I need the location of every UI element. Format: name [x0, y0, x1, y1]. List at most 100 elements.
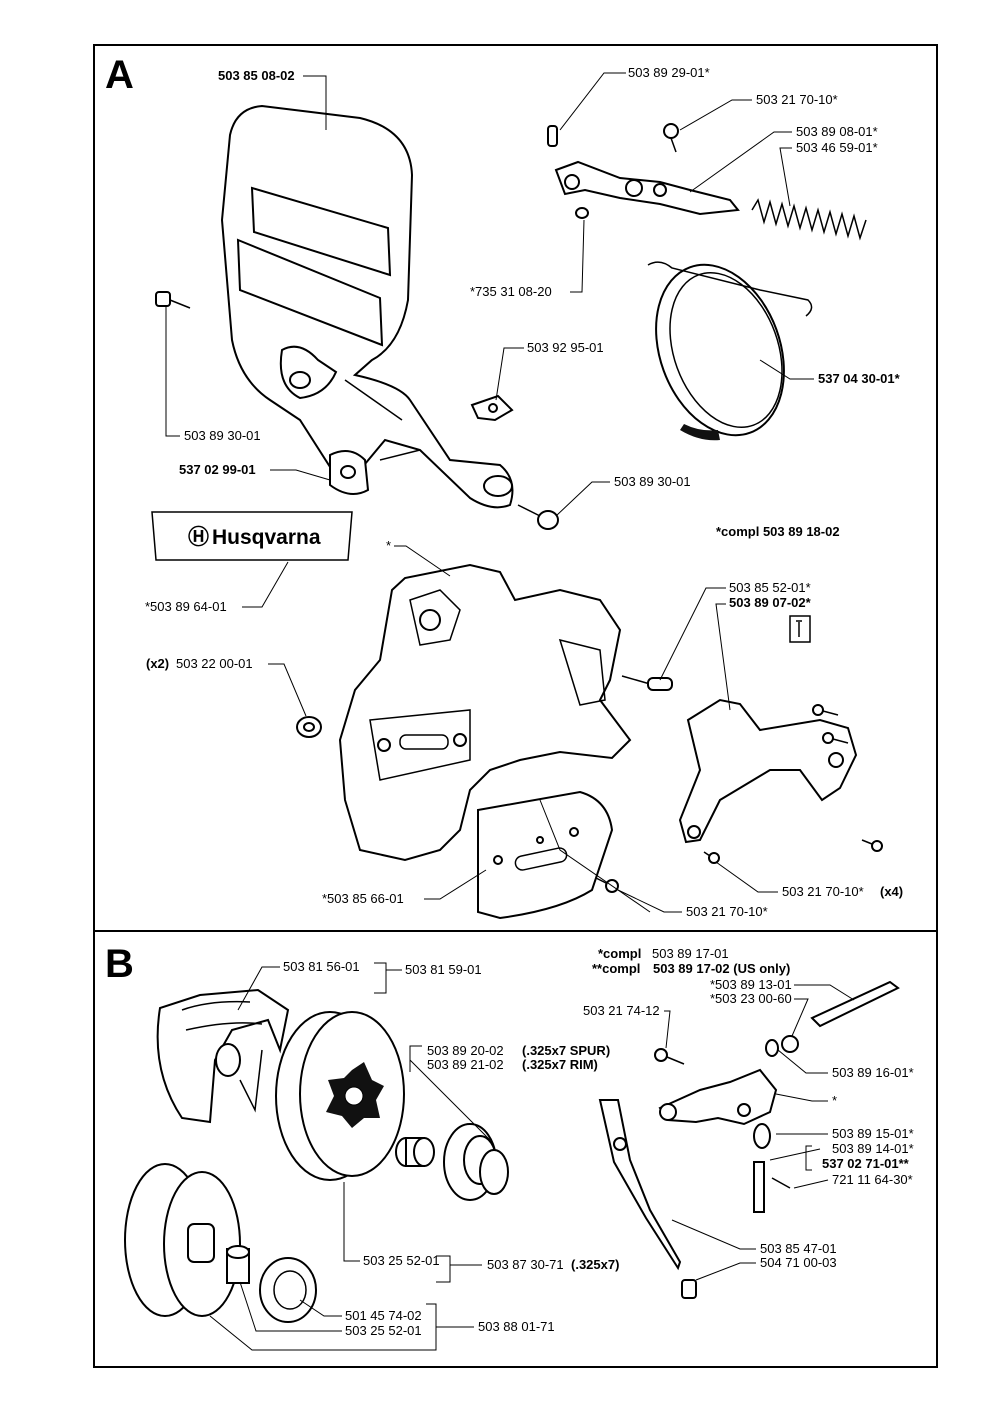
rim-bearing-drawing — [226, 1245, 250, 1284]
screw-left-drawing — [155, 291, 191, 309]
label-clutch-shoe: 503 81 56-01 — [283, 959, 360, 974]
screw-lever-drawing — [663, 123, 679, 153]
screw-right-drawing — [517, 504, 559, 530]
leader-screw-right — [555, 481, 610, 517]
label-screws-x4: 503 21 70-10* — [782, 884, 864, 899]
label-spring2: 503 89 15-01* — [832, 1126, 914, 1141]
label-bolt: 503 85 52-01* — [729, 580, 811, 595]
label-bearing2: 503 25 52-01 — [345, 1323, 422, 1338]
label-spur: 503 89 20-02 — [427, 1043, 504, 1058]
label-brake-band: 537 04 30-01* — [818, 371, 901, 386]
label-rim-note: (.325x7 RIM) — [522, 1057, 598, 1072]
label-washer: *735 31 08-20 — [470, 284, 552, 299]
chain-brake-guard-drawing — [220, 104, 514, 509]
leader-spring-holder — [270, 469, 331, 481]
section-b-label: B — [105, 942, 134, 986]
leader-cover — [394, 545, 451, 577]
chain-catcher-drawing — [678, 698, 858, 844]
section-a-label: A — [105, 53, 134, 97]
knob-drawing — [681, 1279, 697, 1299]
wrench-icon — [789, 615, 811, 643]
label-compl2: 503 89 17-02 (US only) — [653, 961, 790, 976]
label-nut-qty: (x2) — [146, 656, 169, 671]
rim-drawing — [443, 1123, 509, 1201]
plate-screw-drawing — [595, 877, 619, 893]
leader-screw-left — [165, 306, 180, 437]
husqvarna-logo: Ⓗ — [188, 525, 209, 549]
label-screw-left: 503 89 30-01 — [184, 428, 261, 443]
label-compl: *compl 503 89 18-02 — [716, 524, 840, 539]
label-rod: *503 89 13-01 — [710, 977, 792, 992]
leader-screws-x4 — [715, 861, 778, 893]
label-rim: 503 89 21-02 — [427, 1057, 504, 1072]
rim-drum-drawing — [124, 1163, 241, 1317]
husqvarna-wordmark: Husqvarna — [212, 526, 321, 549]
spring-holder-drawing — [329, 450, 370, 495]
bracket-spur-rim — [409, 1045, 422, 1072]
leader-bearing2 — [239, 1281, 342, 1332]
leader-nut — [268, 663, 307, 717]
label-knob: 504 71 00-03 — [760, 1255, 837, 1270]
label-rim-sprocket: 501 45 74-02 — [345, 1308, 422, 1323]
label-washer-b: *503 23 00-60 — [710, 991, 792, 1006]
label-spring-clip: 503 92 95-01 — [527, 340, 604, 355]
label-nut: 503 22 00-01 — [176, 656, 253, 671]
pump-rod-drawing — [765, 980, 900, 1057]
leader-spring-clip — [495, 347, 524, 401]
leader-rim-drum — [209, 1303, 437, 1351]
label-screw-b: 503 21 74-12 — [583, 1003, 660, 1018]
label-arm-star: * — [832, 1093, 837, 1108]
leader-pin — [559, 72, 626, 131]
label-lever-1: 503 89 08-01* — [796, 124, 878, 139]
label-screw-lever: 503 21 70-10* — [756, 92, 838, 107]
leader-knob — [695, 1262, 756, 1281]
leader-decal — [242, 561, 289, 608]
leader-lever — [689, 131, 792, 193]
catcher-screws-drawing — [703, 704, 883, 864]
label-drum2: 503 88 01-71 — [478, 1319, 555, 1334]
brake-band-drawing — [647, 261, 813, 441]
rim-sprocket-drawing — [259, 1257, 317, 1323]
pin-b-drawing — [753, 1123, 791, 1213]
leader-arm — [775, 1093, 828, 1102]
bolt-drawing — [621, 675, 673, 691]
leader-rim-sprocket — [299, 1299, 342, 1317]
leader-bearing — [343, 1182, 360, 1262]
leader-brake-band — [759, 359, 814, 380]
label-compl1-prefix: *compl — [598, 946, 641, 961]
bracket-kit — [805, 1145, 812, 1171]
label-spring1: 503 89 16-01* — [832, 1065, 914, 1080]
label-compl1: 503 89 17-01 — [652, 946, 729, 961]
label-lever-2: 503 46 59-01* — [796, 140, 878, 155]
leader-pin-b — [769, 1148, 821, 1161]
pin-drawing — [547, 125, 558, 147]
oil-pump-arm-drawing — [658, 1068, 778, 1126]
label-spring-holder: 537 02 99-01 — [179, 462, 256, 477]
screw-b-drawing — [654, 1048, 685, 1065]
label-spur-note: (.325x7 SPUR) — [522, 1043, 610, 1058]
label-wire: 503 85 47-01 — [760, 1241, 837, 1256]
diagram-frame — [93, 44, 938, 1368]
needle-bearing-drawing — [395, 1137, 435, 1167]
leader-clutch-shoe — [237, 966, 280, 1011]
leader-washer — [570, 219, 585, 293]
washer-drawing — [575, 207, 589, 219]
label-compl2-prefix: **compl — [592, 961, 640, 976]
spring-drawing — [751, 198, 867, 241]
label-cover-star: * — [386, 538, 391, 553]
label-plate: *503 85 66-01 — [322, 891, 404, 906]
leader-rollpin — [793, 1179, 829, 1189]
label-guard: 503 85 08-02 — [218, 68, 295, 83]
label-catcher: 503 89 07-02* — [729, 595, 812, 610]
leader-screw-lever — [679, 99, 752, 131]
leader-plate — [424, 869, 487, 900]
label-drum-note: (.325x7) — [571, 1257, 619, 1272]
decal-drawing: Ⓗ Husqvarna — [151, 511, 353, 561]
leader-washer-b — [791, 998, 809, 1037]
label-bearing: 503 25 52-01 — [363, 1253, 440, 1268]
leader-spring — [779, 147, 792, 207]
bracket-drum — [436, 1255, 451, 1283]
leader-spring1 — [777, 1049, 828, 1074]
bracket-clutch-group — [374, 962, 387, 994]
